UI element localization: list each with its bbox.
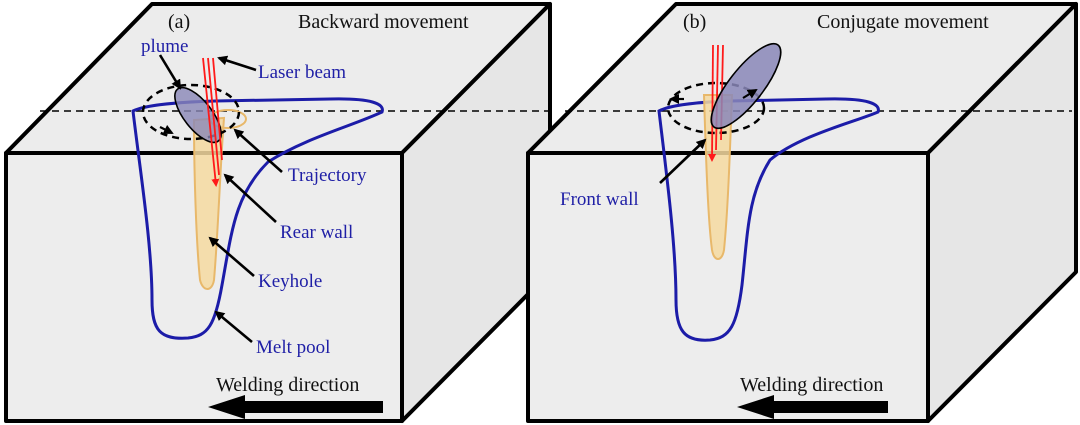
trajectory-leader-a — [233, 128, 283, 173]
panel-tag-a: (a) — [168, 11, 190, 33]
panel-tag-b: (b) — [683, 11, 706, 33]
rear-wall-leader-a — [223, 173, 277, 223]
plume-b — [710, 42, 782, 130]
welding-direction-arrow-b — [737, 395, 888, 419]
melt-pool-leader-a — [214, 310, 253, 343]
laser-beam-a — [202, 57, 223, 187]
plume-zone-a — [141, 83, 241, 141]
welding-direction-label-a: Welding direction — [216, 374, 359, 396]
plume-zone-arrow-a — [159, 124, 174, 134]
panel-a: (a) Backward movement plume Laser beam T… — [4, 2, 552, 423]
panel-title-b: Conjugate movement — [817, 11, 989, 33]
plume-inner-arrow-b — [742, 88, 758, 99]
front-wall-label-b: Front wall — [560, 189, 639, 210]
melt-pool-a — [131, 97, 384, 340]
laser-beam-label-a: Laser beam — [258, 62, 346, 83]
panel-b: (b) Conjugate movement Front wall Weldin… — [526, 2, 1078, 423]
plume-label-a: plume — [141, 36, 189, 57]
plume-leader-a — [158, 54, 182, 90]
welding-direction-arrow-a — [208, 395, 383, 419]
keyhole-label-a: Keyhole — [258, 271, 322, 292]
trajectory-label-a: Trajectory — [288, 165, 367, 186]
block-b-front — [526, 151, 930, 423]
rear-wall-label-a: Rear wall — [280, 222, 353, 243]
keyhole-b — [702, 94, 734, 260]
front-wall-leader-b — [659, 138, 707, 184]
melt-pool-label-a: Melt pool — [256, 337, 330, 358]
welding-direction-label-b: Welding direction — [740, 374, 883, 396]
keyhole-leader-a — [208, 236, 255, 277]
melt-pool-b — [657, 97, 880, 342]
laser-leader-a — [217, 55, 257, 72]
keyhole-a — [192, 116, 226, 290]
panel-title-a: Backward movement — [298, 11, 469, 33]
plume-zone-b — [666, 81, 766, 135]
